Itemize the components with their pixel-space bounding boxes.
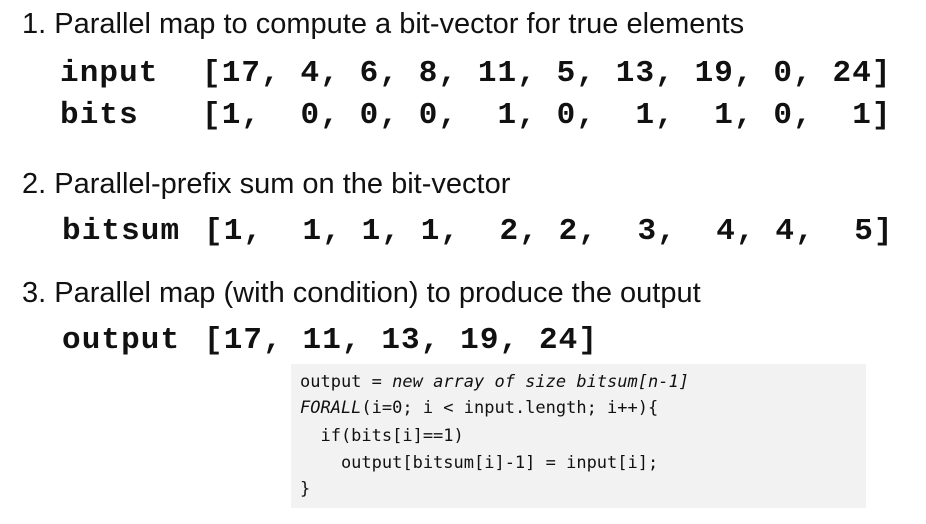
code-comment: new array of size bitsum[n-1] bbox=[392, 372, 689, 392]
code-text: (i=0; i < input.length; i++){ bbox=[361, 398, 659, 418]
code-line-2: FORALL(i=0; i < input.length; i++){ bbox=[300, 398, 658, 418]
bits-values: [1, 0, 0, 0, 1, 0, 1, 1, 0, 1] bbox=[202, 98, 892, 133]
step-2-heading: 2. Parallel-prefix sum on the bit-vector bbox=[22, 168, 511, 200]
input-values: [17, 4, 6, 8, 11, 5, 13, 19, 0, 24] bbox=[202, 56, 892, 91]
code-line-3: if(bits[i]==1) bbox=[300, 426, 464, 446]
code-line-4: output[bitsum[i]-1] = input[i]; bbox=[300, 453, 659, 473]
code-line-5: } bbox=[300, 479, 311, 499]
output-values: [17, 11, 13, 19, 24] bbox=[204, 323, 599, 358]
bits-label: bits bbox=[60, 98, 139, 133]
code-text: output = bbox=[300, 372, 393, 392]
step-3-heading: 3. Parallel map (with condition) to prod… bbox=[22, 277, 701, 309]
output-label: output bbox=[62, 323, 181, 358]
bitsum-label: bitsum bbox=[62, 214, 181, 249]
step-1-heading: 1. Parallel map to compute a bit-vector … bbox=[22, 8, 745, 40]
bitsum-values: [1, 1, 1, 1, 2, 2, 3, 4, 4, 5] bbox=[204, 214, 894, 249]
input-label: input bbox=[60, 56, 159, 91]
code-keyword: FORALL bbox=[300, 398, 362, 418]
code-block: output = new array of size bitsum[n-1] F… bbox=[291, 364, 866, 508]
code-line-1: output = new array of size bitsum[n-1] bbox=[300, 372, 689, 392]
